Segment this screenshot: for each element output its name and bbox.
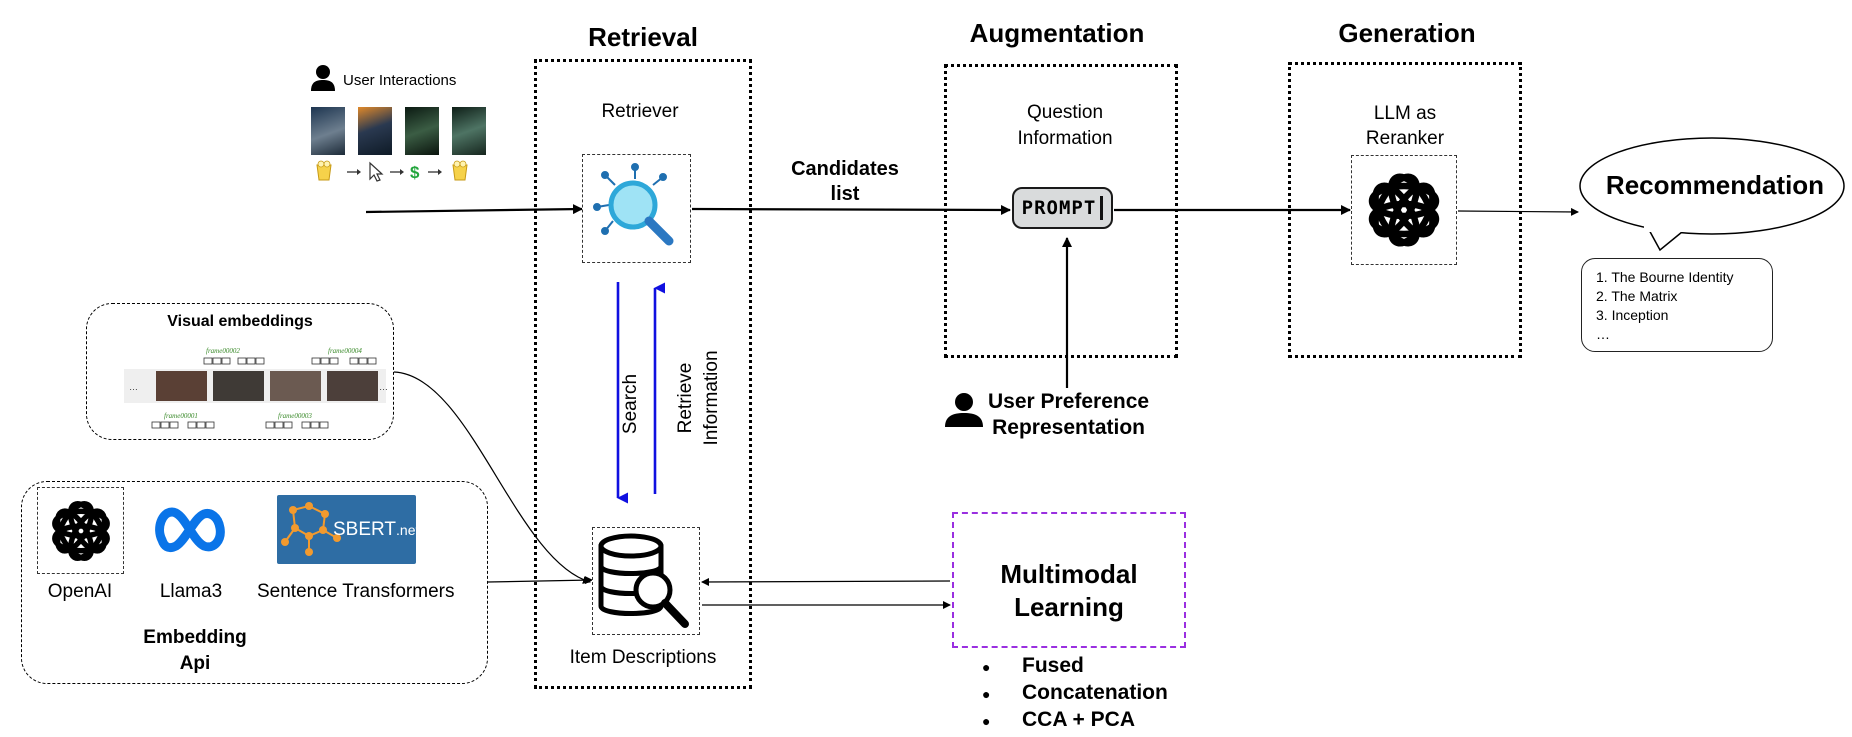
retrieve-line2: Information xyxy=(701,350,722,446)
stage-title-augmentation: Augmentation xyxy=(969,18,1145,48)
llm-reranker-label: LLM as Reranker xyxy=(1300,101,1510,151)
prompt-label: PROMPT xyxy=(1021,197,1097,219)
svg-text:frame00004: frame00004 xyxy=(328,347,362,355)
stage-title-generation: Generation xyxy=(1338,18,1476,48)
movie-poster-2 xyxy=(358,107,392,155)
frame-strip: frame00002 frame00004 … … frame00001 fra… xyxy=(124,347,388,429)
fusion-method: ●CCA + PCA xyxy=(982,708,1135,731)
sbert-text: SBERT xyxy=(333,519,397,540)
openai-logo-icon xyxy=(51,500,110,561)
candidates-line1: Candidates xyxy=(791,158,899,180)
popcorn-icon xyxy=(316,160,332,181)
retriever-label: Retriever xyxy=(601,101,679,122)
recommendation-item: 1. The Bourne Identity xyxy=(1596,269,1734,285)
arrow-retriever-prompt xyxy=(691,204,1011,215)
preference-line2: Representation xyxy=(992,416,1145,439)
fusion-method-label: Concatenation xyxy=(1022,681,1168,704)
interaction-sequence: $ xyxy=(316,160,468,182)
movie-poster-1 xyxy=(311,107,345,155)
recommendation-item: 2. The Matrix xyxy=(1596,288,1678,304)
cursor-icon xyxy=(369,161,384,182)
visual-embeddings-box xyxy=(86,303,394,440)
popcorn-icon xyxy=(452,160,468,181)
stage-title-retrieval: Retrieval xyxy=(588,22,698,52)
sbert-logo-icon: SBERT.net xyxy=(277,495,420,564)
svg-text:$: $ xyxy=(410,163,420,182)
augmentation-stage-box xyxy=(944,64,1178,358)
prompt-cursor xyxy=(1100,196,1104,220)
retrieve-information-label: Retrieve Information xyxy=(673,323,725,473)
openai-logo-icon xyxy=(1368,173,1440,247)
generation-stage-box xyxy=(1288,62,1522,358)
magnifier-icon xyxy=(593,163,674,246)
fusion-methods-list: ●Fused ●Concatenation ●CCA + PCA xyxy=(982,653,1168,734)
llm-line1: LLM as xyxy=(1373,103,1437,124)
meta-logo-icon xyxy=(152,500,230,558)
recommendation-list: 1. The Bourne Identity 2. The Matrix 3. … xyxy=(1581,258,1773,352)
recommendation-item: 3. Inception xyxy=(1596,307,1669,323)
provider-sentence-transformers: Sentence Transformers xyxy=(257,581,455,602)
dollar-icon: $ xyxy=(410,163,420,182)
embedding-api-title: Embedding Api xyxy=(120,625,270,677)
search-label: Search xyxy=(620,373,641,435)
fusion-method-label: CCA + PCA xyxy=(1022,708,1135,731)
multimodal-line2: Learning xyxy=(1014,592,1124,622)
user-interactions-label: User Interactions xyxy=(343,72,457,89)
embedding-api-line2: Api xyxy=(179,653,211,674)
item-descriptions-label: Item Descriptions xyxy=(569,647,717,668)
sbert-suffix: .net xyxy=(396,522,420,538)
question-line2: Information xyxy=(1017,128,1113,149)
movie-poster-3 xyxy=(405,107,439,155)
openai-logo-box xyxy=(37,487,124,574)
user-icon xyxy=(310,64,336,92)
arrow-api-to-items xyxy=(487,576,593,585)
recommendation-title: Recommendation xyxy=(1605,170,1825,200)
arrow-llm-recommendation xyxy=(1457,207,1579,216)
svg-text:…: … xyxy=(379,382,388,392)
prompt-block: PROMPT xyxy=(1012,187,1113,229)
arrow-visual-to-items xyxy=(393,371,591,584)
database-icon xyxy=(598,533,689,628)
recommendation-item: … xyxy=(1596,326,1610,342)
multimodal-line1: Multimodal xyxy=(1000,559,1138,589)
arrow-interactions-retriever xyxy=(365,204,583,215)
user-icon xyxy=(944,392,984,428)
preference-line1: User Preference xyxy=(988,390,1150,413)
recommendation-bubble xyxy=(1579,137,1845,252)
item-descriptions-box xyxy=(592,527,700,635)
retriever-box xyxy=(582,154,691,263)
llm-line2: Reranker xyxy=(1365,128,1445,149)
svg-text:…: … xyxy=(129,382,138,392)
question-information-label: Question Information xyxy=(960,100,1170,152)
provider-openai: OpenAI xyxy=(47,581,113,602)
fusion-method-label: Fused xyxy=(1022,654,1084,677)
candidates-list-label: Candidates list xyxy=(760,157,930,207)
user-preference-label: User Preference Representation xyxy=(988,389,1149,441)
retrieve-line1: Retrieve xyxy=(675,362,696,434)
fusion-method: ●Fused xyxy=(982,654,1084,677)
llm-box xyxy=(1351,155,1457,265)
retrieval-stage-box xyxy=(534,59,752,689)
provider-llama3: Llama3 xyxy=(159,581,223,602)
multimodal-learning-box xyxy=(952,512,1186,648)
question-line1: Question xyxy=(1026,102,1104,123)
visual-embeddings-title: Visual embeddings xyxy=(167,313,313,330)
svg-text:frame00003: frame00003 xyxy=(278,412,312,420)
embedding-api-line1: Embedding xyxy=(143,627,247,648)
fusion-method: ●Concatenation xyxy=(982,681,1168,704)
embedding-api-box xyxy=(21,481,488,684)
arrow-multimodal-to-items xyxy=(701,577,951,586)
multimodal-learning-title: Multimodal Learning xyxy=(956,558,1182,624)
svg-text:frame00001: frame00001 xyxy=(164,412,198,420)
candidates-line2: list xyxy=(830,183,860,205)
svg-text:frame00002: frame00002 xyxy=(206,347,240,355)
movie-poster-4 xyxy=(452,107,486,155)
